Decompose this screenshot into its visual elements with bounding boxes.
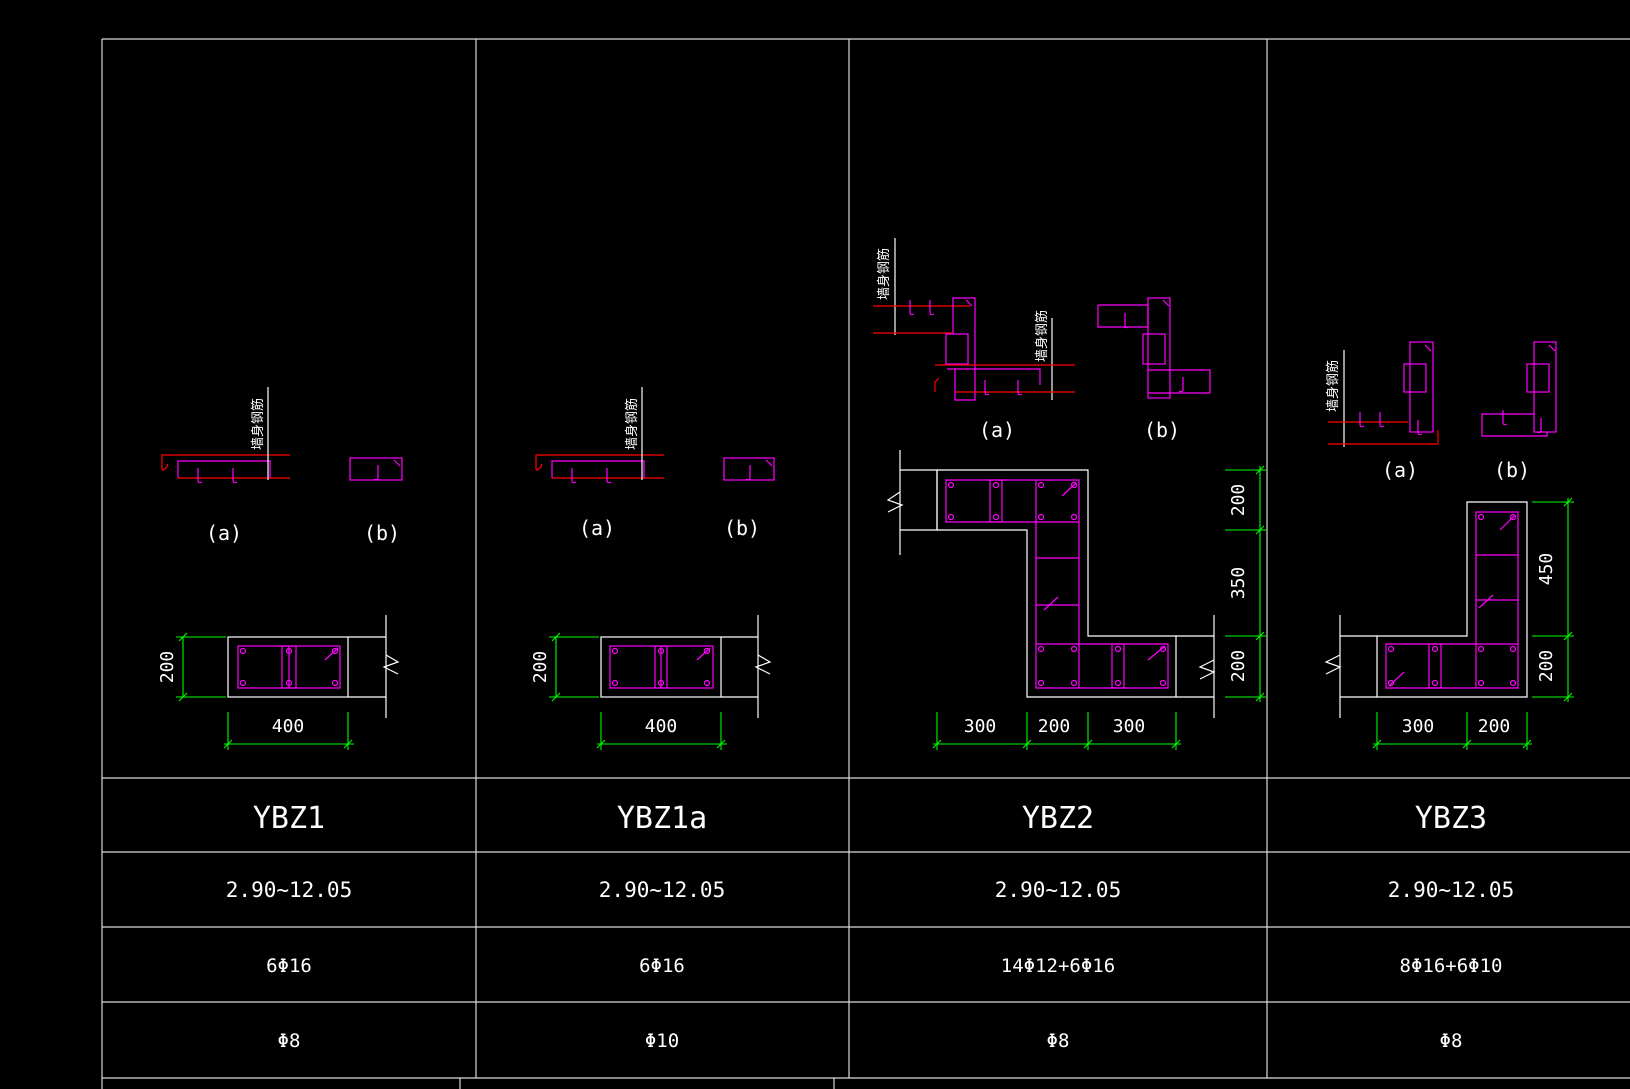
ybz1-dims (176, 632, 354, 750)
ybz3-dim-300: 300 (1402, 716, 1435, 737)
ybz1-label-b: (b) (364, 521, 400, 545)
ybz2-wall-rebar-label-2: 墙身钢筋 (1034, 310, 1050, 362)
ybz3-detail-b (1481, 341, 1557, 437)
stirrup-row: Φ8 Φ10 Φ8 Φ8 (278, 1030, 1463, 1052)
ybz1-wall-rebar-label: 墙身钢筋 (250, 398, 266, 450)
name-ybz2: YBZ2 (1022, 801, 1094, 836)
ybz1a-section (600, 615, 772, 718)
ybz3-dim-450: 450 (1536, 553, 1557, 586)
name-ybz1: YBZ1 (253, 801, 325, 836)
ybz3-label-b: (b) (1494, 458, 1530, 482)
ybz2-wall-rebar-label-1: 墙身钢筋 (876, 248, 892, 300)
ybz3-dim-200-bottom: 200 (1478, 716, 1511, 737)
ybz2-dim-300-right: 300 (1113, 716, 1146, 737)
ybz1a-detail-b (723, 457, 775, 481)
name-row: YBZ1 YBZ1a YBZ2 YBZ3 (253, 801, 1487, 836)
ybz2-detail-b (1097, 297, 1211, 399)
rebar-ybz1: 6Φ16 (266, 955, 312, 977)
name-ybz3: YBZ3 (1415, 801, 1487, 836)
elevation-ybz1: 2.90~12.05 (226, 878, 352, 902)
ybz3-detail-a (1328, 341, 1439, 447)
ybz1a-label-a: (a) (579, 516, 615, 540)
rebar-ybz2: 14Φ12+6Φ16 (1001, 955, 1115, 977)
ybz3-label-a: (a) (1382, 458, 1418, 482)
stirrup-ybz1: Φ8 (278, 1030, 301, 1052)
ybz2-dim-200-mid: 200 (1038, 716, 1071, 737)
ybz3-dim-200-side: 200 (1536, 650, 1557, 683)
rebar-row: 6Φ16 6Φ16 14Φ12+6Φ16 8Φ16+6Φ10 (266, 955, 1502, 977)
ybz2-dim-300-left: 300 (964, 716, 997, 737)
ybz1-section (227, 615, 400, 718)
ybz3-wall-rebar-label: 墙身钢筋 (1325, 360, 1341, 412)
ybz3-section (1324, 501, 1528, 718)
stirrup-ybz1a: Φ10 (645, 1030, 679, 1052)
stirrup-ybz3: Φ8 (1440, 1030, 1463, 1052)
ybz1a-wall-rebar-label: 墙身钢筋 (624, 398, 640, 450)
ybz2-dims (932, 465, 1266, 750)
table-frame (101, 38, 1630, 1089)
ybz3-dims (1372, 497, 1574, 750)
elevation-ybz1a: 2.90~12.05 (599, 878, 725, 902)
ybz1a-dim-400: 400 (645, 716, 678, 737)
stirrup-ybz2: Φ8 (1047, 1030, 1070, 1052)
ybz2-section (886, 450, 1216, 718)
ybz2-dim-350: 350 (1228, 567, 1249, 600)
ybz1-detail-b (349, 457, 403, 481)
ybz2-label-b: (b) (1144, 418, 1180, 442)
ybz2-dim-200-bottom: 200 (1228, 650, 1249, 683)
ybz1-detail-a (161, 387, 290, 484)
name-ybz1a: YBZ1a (617, 801, 707, 836)
ybz1-dim-200: 200 (157, 651, 178, 684)
ybz1a-dim-200: 200 (530, 651, 551, 684)
ybz1-label-a: (a) (206, 521, 242, 545)
ybz1a-detail-a (535, 387, 664, 484)
elevation-row: 2.90~12.05 2.90~12.05 2.90~12.05 2.90~12… (226, 878, 1514, 902)
ybz1a-label-b: (b) (724, 516, 760, 540)
ybz2-dim-200-top: 200 (1228, 484, 1249, 517)
ybz2-detail-a (873, 238, 1075, 401)
rebar-ybz1a: 6Φ16 (639, 955, 685, 977)
ybz2-label-a: (a) (979, 418, 1015, 442)
ybz1-dim-400: 400 (272, 716, 305, 737)
rebar-ybz3: 8Φ16+6Φ10 (1400, 955, 1503, 977)
ybz1a-dims (549, 632, 727, 750)
elevation-ybz2: 2.90~12.05 (995, 878, 1121, 902)
elevation-ybz3: 2.90~12.05 (1388, 878, 1514, 902)
